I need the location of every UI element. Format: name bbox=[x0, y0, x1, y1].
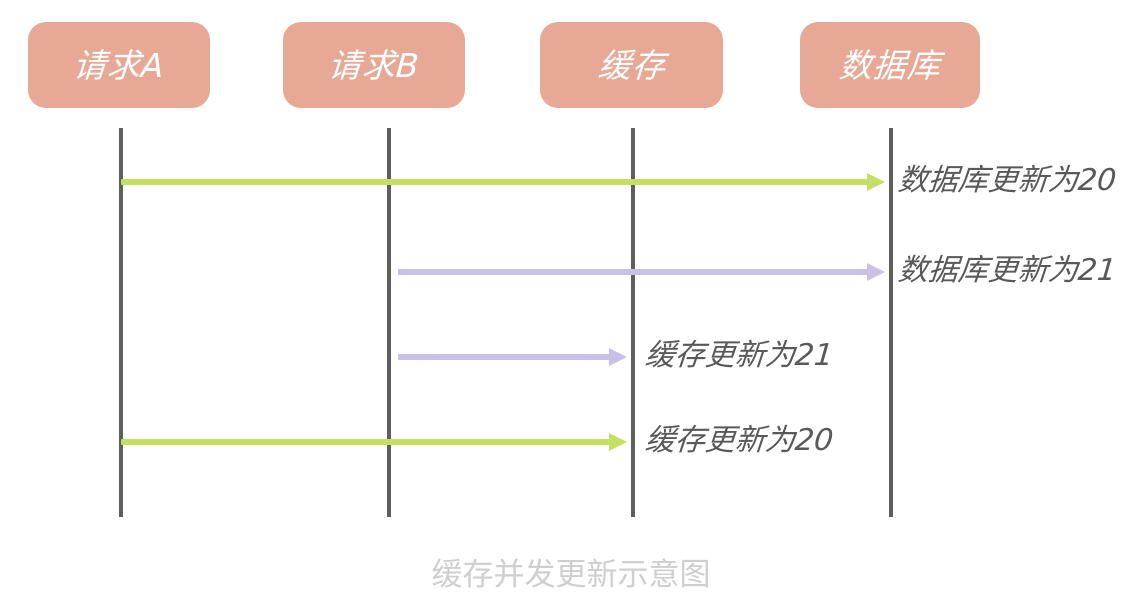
arrow-head-msg-3 bbox=[609, 348, 627, 366]
participant-label-database: 数据库 bbox=[837, 45, 943, 85]
participant-box-database[interactable]: 数据库 bbox=[800, 22, 980, 108]
arrow-head-msg-1 bbox=[867, 173, 885, 191]
message-label-msg-3: 缓存更新为21 bbox=[643, 338, 835, 373]
message-label-msg-2: 数据库更新为21 bbox=[896, 253, 1118, 288]
participant-label-cache: 缓存 bbox=[596, 45, 667, 85]
participant-box-request-a[interactable]: 请求A bbox=[28, 22, 210, 108]
diagram-caption: 缓存并发更新示意图 bbox=[431, 557, 711, 593]
message-line-msg-1 bbox=[121, 179, 870, 185]
message-line-msg-2 bbox=[398, 269, 870, 275]
message-line-msg-3 bbox=[398, 354, 612, 360]
participant-label-request-a: 请求A bbox=[71, 45, 167, 85]
lifeline-cache bbox=[631, 128, 635, 517]
arrow-head-msg-4 bbox=[609, 433, 627, 451]
lifeline-request-a bbox=[119, 128, 123, 517]
participant-label-request-b: 请求B bbox=[326, 45, 422, 85]
participant-box-cache[interactable]: 缓存 bbox=[540, 22, 723, 108]
message-label-msg-1: 数据库更新为20 bbox=[896, 163, 1118, 198]
participant-box-request-b[interactable]: 请求B bbox=[283, 22, 465, 108]
message-label-msg-4: 缓存更新为20 bbox=[643, 423, 835, 458]
message-line-msg-4 bbox=[121, 439, 612, 445]
lifeline-request-b bbox=[387, 128, 391, 517]
lifeline-database bbox=[889, 128, 893, 517]
arrow-head-msg-2 bbox=[867, 263, 885, 281]
